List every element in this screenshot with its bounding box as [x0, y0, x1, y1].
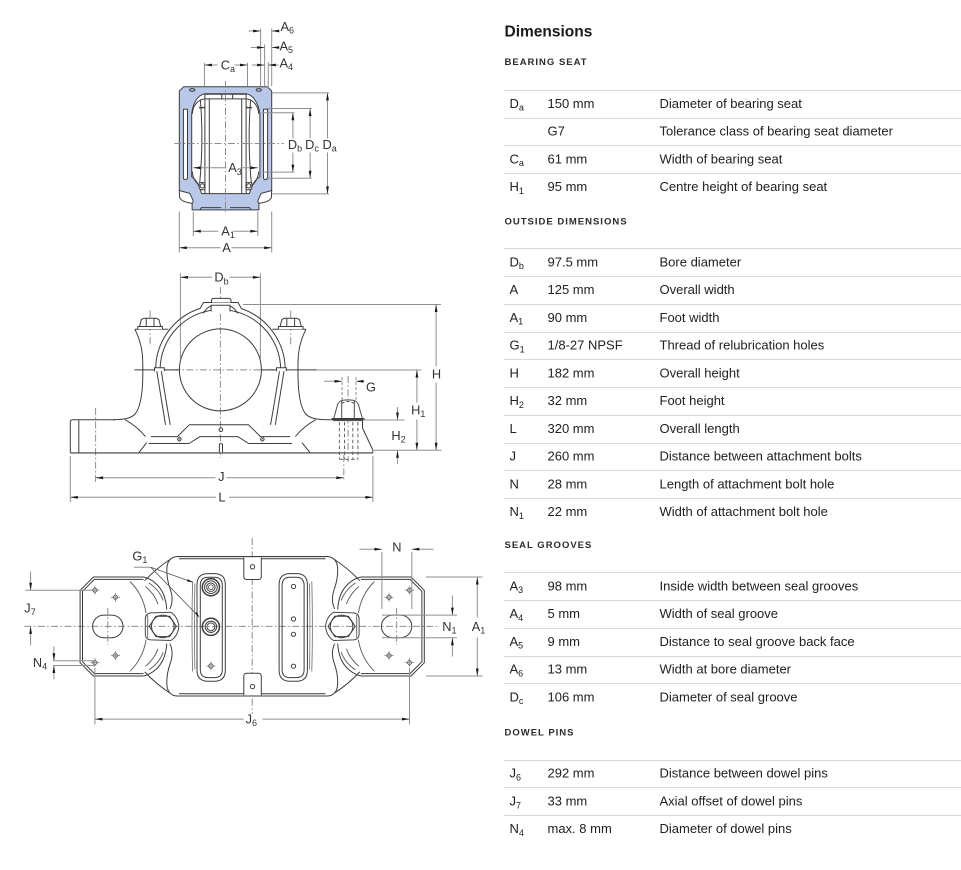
svg-text:Distance between attachment bo: Distance between attachment bolts [660, 449, 863, 464]
svg-text:13 mm: 13 mm [548, 662, 588, 677]
svg-text:N: N [510, 477, 519, 492]
svg-text:292 mm: 292 mm [548, 766, 595, 781]
svg-text:J: J [510, 449, 517, 464]
svg-text:9 mm: 9 mm [548, 634, 581, 649]
svg-text:150 mm: 150 mm [548, 96, 595, 111]
svg-text:DOWEL PINS: DOWEL PINS [505, 727, 575, 738]
svg-text:Overall width: Overall width [660, 282, 735, 297]
svg-text:G7: G7 [548, 124, 565, 139]
svg-text:J7: J7 [24, 601, 35, 618]
svg-text:22 mm: 22 mm [548, 504, 588, 519]
svg-text:Dimensions: Dimensions [505, 24, 593, 41]
svg-text:125 mm: 125 mm [548, 282, 595, 297]
svg-text:L: L [218, 490, 225, 505]
svg-text:Diameter of dowel pins: Diameter of dowel pins [660, 821, 793, 836]
svg-text:A: A [510, 282, 519, 297]
svg-text:J: J [218, 469, 224, 484]
svg-text:90 mm: 90 mm [548, 310, 588, 325]
svg-text:H: H [510, 365, 519, 380]
svg-text:Bore diameter: Bore diameter [660, 254, 742, 269]
svg-text:Axial offset of dowel pins: Axial offset of dowel pins [660, 794, 803, 809]
svg-text:Inside width between seal groo: Inside width between seal grooves [660, 578, 859, 593]
svg-text:Diameter of bearing seat: Diameter of bearing seat [660, 96, 803, 111]
svg-text:Overall length: Overall length [660, 421, 740, 436]
svg-text:BEARING SEAT: BEARING SEAT [505, 57, 588, 68]
svg-text:OUTSIDE DIMENSIONS: OUTSIDE DIMENSIONS [505, 216, 628, 227]
svg-text:106 mm: 106 mm [548, 689, 595, 704]
svg-text:Width of attachment bolt hole: Width of attachment bolt hole [660, 504, 828, 519]
svg-text:L: L [510, 421, 517, 436]
svg-text:Foot height: Foot height [660, 393, 725, 408]
svg-text:Overall height: Overall height [660, 365, 741, 380]
svg-text:28 mm: 28 mm [548, 477, 588, 492]
svg-text:Distance to seal groove back f: Distance to seal groove back face [660, 634, 855, 649]
svg-text:Length of attachment bolt hole: Length of attachment bolt hole [660, 477, 835, 492]
svg-text:95 mm: 95 mm [548, 179, 588, 194]
svg-text:Foot width: Foot width [660, 310, 720, 325]
svg-text:A: A [222, 240, 231, 255]
svg-text:N: N [392, 540, 401, 555]
svg-text:61 mm: 61 mm [548, 151, 588, 166]
svg-text:Width at bore diameter: Width at bore diameter [660, 662, 792, 677]
svg-text:Width of seal groove: Width of seal groove [660, 606, 779, 621]
svg-text:5 mm: 5 mm [548, 606, 581, 621]
svg-text:97.5 mm: 97.5 mm [548, 254, 599, 269]
svg-text:SEAL GROOVES: SEAL GROOVES [505, 540, 593, 551]
svg-text:182 mm: 182 mm [548, 365, 595, 380]
svg-text:J6: J6 [510, 766, 522, 783]
svg-text:320 mm: 320 mm [548, 421, 595, 436]
svg-text:H: H [432, 367, 441, 382]
svg-text:J7: J7 [510, 794, 522, 811]
svg-text:Distance between dowel pins: Distance between dowel pins [660, 766, 829, 781]
svg-text:Width of bearing seat: Width of bearing seat [660, 151, 783, 166]
svg-text:260 mm: 260 mm [548, 449, 595, 464]
svg-text:33 mm: 33 mm [548, 794, 588, 809]
svg-text:1/8-27 NPSF: 1/8-27 NPSF [548, 338, 623, 353]
svg-text:98 mm: 98 mm [548, 578, 588, 593]
svg-text:J6: J6 [246, 712, 257, 729]
svg-text:Diameter of seal groove: Diameter of seal groove [660, 689, 798, 704]
svg-text:Centre height of bearing seat: Centre height of bearing seat [660, 179, 828, 194]
svg-text:Thread of relubrication holes: Thread of relubrication holes [660, 338, 825, 353]
svg-text:max. 8 mm: max. 8 mm [548, 821, 612, 836]
svg-text:G: G [366, 380, 376, 395]
svg-text:Tolerance class of bearing sea: Tolerance class of bearing seat diameter [660, 124, 894, 139]
svg-text:32 mm: 32 mm [548, 393, 588, 408]
